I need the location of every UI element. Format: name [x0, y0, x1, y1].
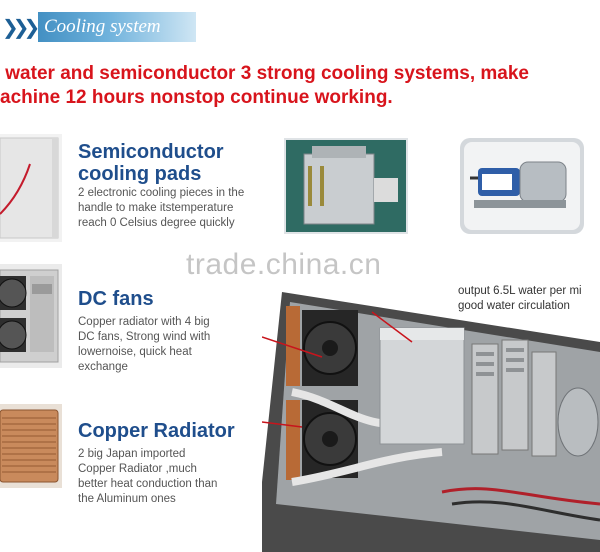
feature-title-line: cooling pads: [78, 163, 202, 185]
output-note: output 6.5L water per mi good water circ…: [458, 284, 582, 314]
cooling-block-photo: [284, 138, 408, 234]
chevron-right-icon: ❯❯❯: [0, 12, 40, 42]
feature-desc-semiconductor: 2 electronic cooling pieces in the handl…: [78, 186, 244, 231]
machine-interior-photo: [262, 282, 600, 552]
feature-desc-line: reach 0 Celsius degree quickly: [78, 217, 235, 229]
feature-desc-line: 2 big Japan imported: [78, 448, 186, 460]
feature-title-dc-fans: DC fans: [78, 288, 154, 310]
feature-desc-line: better heat conduction than: [78, 478, 218, 490]
headline: water and semiconductor 3 strong cooling…: [0, 62, 600, 110]
feature-desc-line: Copper radiator with 4 big: [78, 316, 210, 328]
feature-desc-line: Copper Radiator ,much: [78, 463, 197, 475]
water-pump-photo: [460, 138, 584, 234]
feature-desc-dc-fans: Copper radiator with 4 big DC fans, Stro…: [78, 315, 210, 375]
feature-title-line: Semiconductor: [78, 141, 224, 163]
dc-fan-photo: [0, 264, 62, 368]
feature-title-copper-radiator: Copper Radiator: [78, 420, 235, 442]
headline-line-1: water and semiconductor 3 strong cooling…: [0, 63, 529, 84]
feature-desc-line: handle to make itstemperature: [78, 202, 234, 214]
cooling-pad-photo: [0, 134, 62, 242]
output-note-line: output 6.5L water per mi: [458, 285, 582, 297]
feature-desc-line: 2 electronic cooling pieces in the: [78, 187, 245, 199]
feature-desc-line: the Aluminum ones: [78, 493, 176, 505]
output-note-line: good water circulation: [458, 300, 570, 312]
headline-line-2: achine 12 hours nonstop continue working…: [0, 87, 393, 108]
watermark: trade.china.cn: [186, 248, 382, 281]
feature-title-semiconductor: Semiconductor cooling pads: [78, 141, 224, 185]
section-title: Cooling system: [44, 16, 161, 37]
feature-desc-line: exchange: [78, 361, 128, 373]
feature-desc-copper-radiator: 2 big Japan imported Copper Radiator ,mu…: [78, 447, 217, 507]
feature-desc-line: lowernoise, quick heat: [78, 346, 192, 358]
copper-radiator-photo: [0, 404, 62, 488]
feature-desc-line: DC fans, Strong wind with: [78, 331, 211, 343]
